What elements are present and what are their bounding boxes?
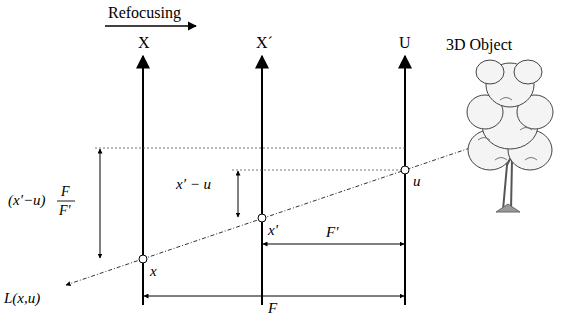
ray-point <box>258 214 266 222</box>
dimension-label: F <box>268 300 277 317</box>
guide-line <box>232 170 401 171</box>
point-label: x′ <box>268 222 278 239</box>
x-prime-axis <box>261 56 263 305</box>
light-ray <box>66 148 470 285</box>
axis-label: X <box>138 34 150 52</box>
dimension-label: x′ − u <box>176 176 211 193</box>
fraction-numerator: F <box>61 184 70 199</box>
dimension-label: (x′−u) <box>8 192 46 209</box>
point-label: x <box>150 263 157 280</box>
dimension-label: F′ <box>326 224 338 241</box>
axis-label: U <box>399 34 411 52</box>
dimension-arrow <box>238 171 239 217</box>
object-label: 3D Object <box>446 36 512 54</box>
title-label: Refocusing <box>108 4 181 22</box>
refocus-arrow <box>105 25 196 26</box>
ray-label: L(x,u) <box>4 290 40 307</box>
dimension-arrow <box>144 296 404 297</box>
x-axis <box>142 56 144 305</box>
fraction-bar <box>57 201 75 202</box>
ray-point <box>139 255 147 263</box>
point-label: u <box>413 173 421 190</box>
u-axis <box>404 56 406 305</box>
axis-label: X´ <box>256 34 273 52</box>
ray-point <box>401 166 409 174</box>
dimension-arrow <box>100 149 101 258</box>
guide-line <box>95 148 405 149</box>
fraction-denominator: F′ <box>59 203 71 218</box>
tree-illustration <box>467 60 553 212</box>
dimension-arrow <box>263 244 404 245</box>
